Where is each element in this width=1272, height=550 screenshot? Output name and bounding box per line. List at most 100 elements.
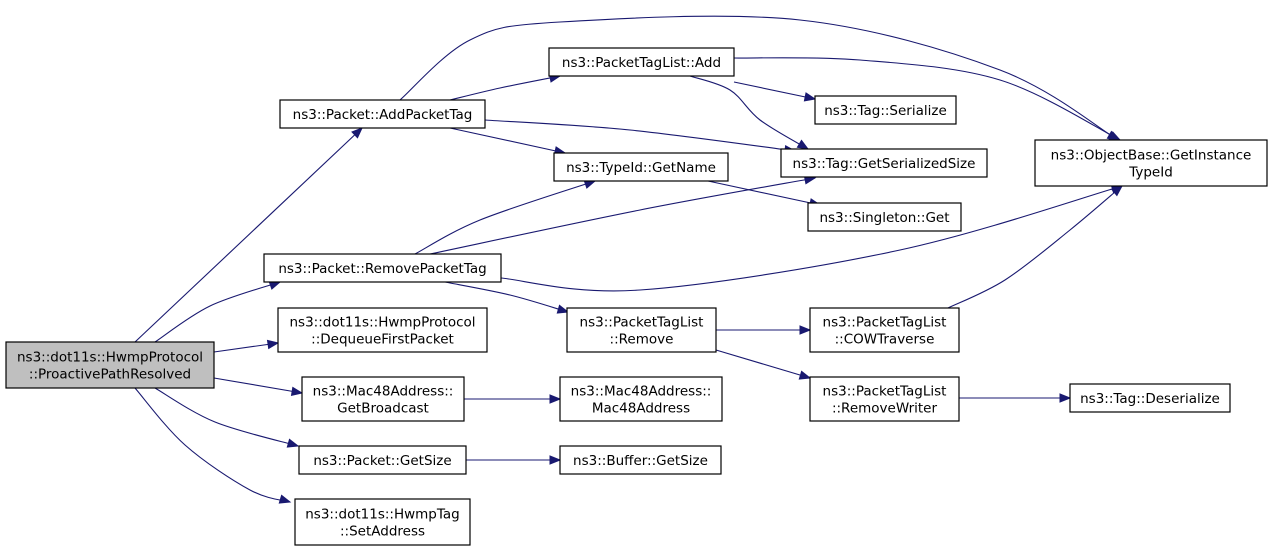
node-box: [298, 445, 467, 475]
edge-line: [449, 75, 561, 101]
node-apt[interactable]: ns3::Packet::AddPacketTag: [279, 99, 486, 129]
call-graph-edges: [134, 15, 1124, 504]
node-label: ns3::Singleton::Get: [819, 210, 949, 226]
node-gs[interactable]: ns3::Packet::GetSize: [298, 445, 467, 475]
node-tgss[interactable]: ns3::Tag::GetSerializedSize: [780, 148, 988, 178]
node-box: [5, 341, 215, 389]
call-graph-nodes: ns3::dot11s::HwmpProtocol::ProactivePath…: [5, 47, 1268, 546]
node-mac[interactable]: ns3::Mac48Address::Mac48Address: [559, 376, 723, 422]
node-box: [807, 202, 962, 232]
edge-line: [213, 342, 279, 353]
node-label: ::RemoveWriter: [832, 401, 938, 417]
edge-line: [947, 185, 1123, 309]
node-label: ::COWTraverse: [835, 332, 935, 348]
arrow-head-icon: [351, 127, 363, 139]
node-label: ns3::Tag::Serialize: [824, 103, 947, 119]
node-box: [277, 307, 488, 353]
node-label: ns3::dot11s::HwmpProtocol: [17, 350, 203, 366]
node-ptla[interactable]: ns3::PacketTagList::Add: [548, 47, 735, 77]
edge-line: [429, 177, 816, 255]
edge-line: [715, 349, 811, 379]
node-label: ::Remove: [610, 332, 674, 348]
arrow-head-icon: [290, 386, 304, 396]
node-box: [548, 47, 735, 77]
node-cow[interactable]: ns3::PacketTagList::COWTraverse: [809, 307, 960, 353]
arrow-head-icon: [803, 92, 817, 102]
edge-root-to-sa: [134, 387, 292, 504]
edge-line: [399, 15, 1119, 141]
node-td[interactable]: ns3::Tag::Deserialize: [1069, 383, 1231, 413]
arrow-head-icon: [796, 139, 810, 150]
arrow-head-icon: [1059, 393, 1072, 403]
edge-line: [484, 119, 796, 152]
node-rpt[interactable]: ns3::Packet::RemovePacketTag: [263, 253, 502, 283]
edge-line: [154, 281, 281, 343]
arrow-head-icon: [266, 339, 280, 350]
node-label: ns3::PacketTagList::Add: [562, 55, 721, 71]
node-ts[interactable]: ns3::Tag::Serialize: [814, 95, 957, 125]
edge-gb-to-mac: [464, 394, 562, 404]
node-gb[interactable]: ns3::Mac48Address::GetBroadcast: [301, 376, 465, 422]
node-box: [566, 307, 717, 353]
node-box: [780, 148, 988, 178]
edge-root-to-dfp: [213, 339, 280, 353]
edge-rpt-to-tgss: [429, 175, 817, 255]
edge-rpt-to-tgn: [414, 179, 597, 255]
node-label: ::ProactivePathResolved: [29, 367, 191, 383]
edge-line: [500, 185, 1123, 292]
edge-apt-to-ptla: [449, 73, 562, 101]
node-box: [279, 99, 486, 129]
edge-line: [689, 75, 809, 150]
node-label: ns3::PacketTagList: [580, 315, 704, 331]
node-label: ::DequeueFirstPacket: [311, 332, 454, 348]
edge-root-to-apt: [134, 127, 363, 343]
edge-line: [444, 281, 569, 313]
node-tgn[interactable]: ns3::TypeId::GetName: [553, 152, 729, 182]
node-label: ns3::Packet::GetSize: [313, 453, 451, 469]
node-sa[interactable]: ns3::dot11s::HwmpTag::SetAddress: [294, 498, 471, 546]
arrow-head-icon: [1110, 185, 1124, 197]
node-label: ns3::Mac48Address::: [313, 384, 454, 400]
edge-ptla-to-tgss: [689, 75, 810, 150]
node-box: [1069, 383, 1231, 413]
node-label: ns3::Tag::GetSerializedSize: [793, 156, 976, 172]
node-box: [814, 95, 957, 125]
edge-apt-to-tgss: [484, 119, 797, 155]
node-box: [553, 152, 729, 182]
arrow-head-icon: [268, 280, 282, 290]
node-box: [301, 376, 465, 422]
node-label: ns3::Buffer::GetSize: [573, 453, 708, 469]
edge-line: [733, 81, 816, 100]
arrow-head-icon: [798, 370, 812, 380]
node-label: ns3::dot11s::HwmpTag: [305, 507, 459, 523]
node-label: GetBroadcast: [337, 401, 429, 417]
node-label: ns3::TypeId::GetName: [566, 160, 716, 176]
node-box: [1034, 139, 1268, 187]
edge-line: [134, 127, 363, 343]
node-root: ns3::dot11s::HwmpProtocol::ProactivePath…: [5, 341, 215, 389]
edge-rpt-to-ptlr: [444, 281, 570, 314]
node-label: ::SetAddress: [340, 524, 425, 540]
edge-root-to-gs: [154, 387, 300, 448]
node-ptlr[interactable]: ns3::PacketTagList::Remove: [566, 307, 717, 353]
node-box: [294, 498, 471, 546]
node-bgs[interactable]: ns3::Buffer::GetSize: [559, 445, 722, 475]
node-sg[interactable]: ns3::Singleton::Get: [807, 202, 962, 232]
node-label: ns3::Packet::AddPacketTag: [293, 107, 473, 123]
edge-root-to-rpt: [154, 280, 282, 343]
node-label: ns3::PacketTagList: [823, 315, 947, 331]
node-rw[interactable]: ns3::PacketTagList::RemoveWriter: [809, 376, 960, 422]
edge-gs-to-bgs: [466, 455, 562, 465]
node-label: ns3::dot11s::HwmpProtocol: [289, 315, 475, 331]
edge-ptlr-to-cow: [716, 325, 812, 335]
node-dfp[interactable]: ns3::dot11s::HwmpProtocol::DequeueFirstP…: [277, 307, 488, 353]
edge-line: [414, 180, 596, 255]
arrow-head-icon: [549, 455, 562, 465]
node-box: [263, 253, 502, 283]
edge-line: [733, 57, 1121, 141]
edge-ptla-to-ts: [733, 81, 817, 102]
edge-line: [134, 387, 291, 503]
arrow-head-icon: [286, 438, 300, 448]
